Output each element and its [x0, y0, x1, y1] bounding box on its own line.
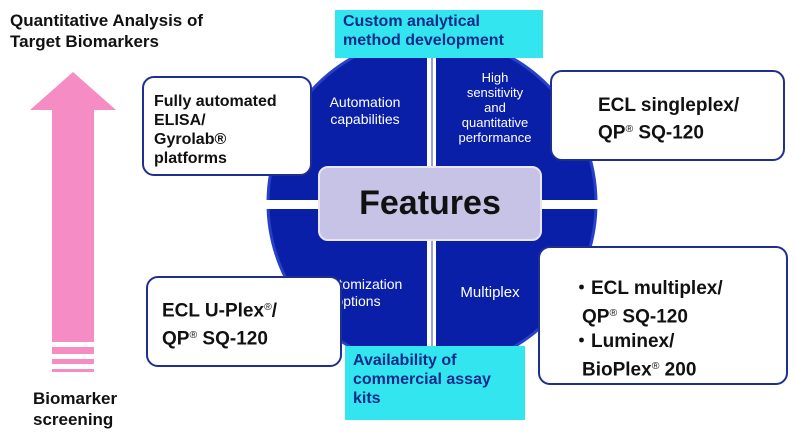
automated-platforms-line4: platforms: [154, 150, 227, 167]
registered-mark: ®: [189, 330, 198, 342]
banner-bottom-line3: kits: [353, 390, 381, 407]
automated-platforms-line2: ELISA/: [154, 112, 206, 129]
quadrant-multiplex-line1: Multiplex: [460, 284, 520, 301]
quadrant-automation-line2: capabilities: [330, 111, 400, 127]
biomarker-screening-title-line2: screening: [33, 410, 114, 429]
ecl-singleplex-line2: QP® SQ-120: [598, 118, 783, 145]
ecl-singleplex-line1: ECL singleplex/: [598, 95, 740, 116]
custom-method-development-banner: Custom analytical method development: [335, 10, 543, 58]
arrow-stripe-1: [52, 347, 94, 354]
ecl-multiplex-line3: ・Luminex/: [572, 331, 675, 353]
automated-platforms-box: Fully automated ELISA/ Gyrolab® platform…: [142, 76, 312, 176]
ecl-multiplex-line2: QP® SQ-120: [582, 301, 786, 329]
arrow-stripe-3: [52, 369, 94, 372]
quadrant-automation: Automation capabilities: [305, 94, 425, 128]
ecl-singleplex-model: SQ-120: [633, 122, 704, 144]
arrow-stripe-2: [52, 359, 94, 364]
automated-platforms-line3: Gyrolab®: [154, 131, 227, 148]
quadrant-sensitivity-line2: sensitivity: [466, 85, 524, 100]
quantitative-analysis-title-line1: Quantitative Analysis of: [10, 11, 204, 30]
ecl-uplex-model: SQ-120: [197, 328, 268, 350]
features-label: Features: [359, 184, 501, 222]
quadrant-customization-line2: options: [335, 293, 381, 309]
bioplex-model: 200: [659, 359, 697, 381]
registered-mark: ®: [625, 124, 634, 135]
quadrant-automation-line1: Automation: [329, 94, 401, 110]
banner-bottom-line2: commercial assay: [353, 371, 491, 388]
quantitative-analysis-title-line2: Target Biomarkers: [10, 32, 159, 51]
quadrant-sensitivity-line4: quantitative: [461, 115, 529, 130]
quadrant-sensitivity-line5: performance: [458, 130, 532, 145]
quadrant-sensitivity: High sensitivity and quantitative perfor…: [432, 70, 558, 145]
ecl-singleplex-box: ECL singleplex/ QP® SQ-120: [550, 70, 785, 161]
registered-mark: ®: [651, 361, 660, 373]
ecl-multiplex-line1: ・ECL multiplex/: [572, 278, 723, 299]
biomarker-screening-title: Biomarker screening: [33, 388, 117, 430]
ecl-multiplex-line4: BioPlex® 200: [582, 354, 786, 382]
quadrant-multiplex: Multiplex: [435, 284, 545, 301]
registered-mark: ®: [264, 302, 272, 313]
ecl-uplex-box: ECL U-Plex®/ QP® SQ-120: [146, 276, 342, 367]
banner-top-line1: Custom analytical: [343, 13, 480, 30]
ecl-uplex-qp: QP: [162, 328, 190, 350]
commercial-assay-kits-banner: Availability of commercial assay kits: [345, 346, 525, 420]
bioplex-name: BioPlex: [582, 359, 652, 381]
automated-platforms-line1: Fully automated: [154, 93, 277, 110]
ecl-multiplex-model: SQ-120: [617, 306, 688, 328]
arrow-head: [30, 72, 116, 342]
quadrant-sensitivity-line3: and: [484, 100, 506, 115]
quadrant-sensitivity-line1: High: [481, 70, 509, 85]
ecl-uplex-slash: /: [271, 300, 278, 322]
ecl-uplex-line2: QP® SQ-120: [162, 323, 340, 351]
banner-top-line2: method development: [343, 32, 504, 49]
ecl-multiplex-box: ・ECL multiplex/ QP® SQ-120 ・Luminex/ Bio…: [538, 246, 788, 385]
ecl-uplex-line1: ECL U-Plex®/: [162, 295, 340, 323]
ecl-uplex-name: ECL U-Plex: [162, 300, 265, 322]
features-center-box: Features: [318, 166, 542, 241]
quantitative-analysis-title: Quantitative Analysis of Target Biomarke…: [10, 10, 203, 52]
ecl-singleplex-qp: QP: [598, 122, 626, 144]
screening-to-quantitation-arrow-icon: [30, 72, 116, 372]
banner-bottom-line1: Availability of: [353, 352, 457, 369]
ecl-multiplex-qp: QP: [582, 306, 610, 328]
registered-mark: ®: [609, 308, 618, 319]
biomarker-screening-title-line1: Biomarker: [33, 389, 118, 408]
